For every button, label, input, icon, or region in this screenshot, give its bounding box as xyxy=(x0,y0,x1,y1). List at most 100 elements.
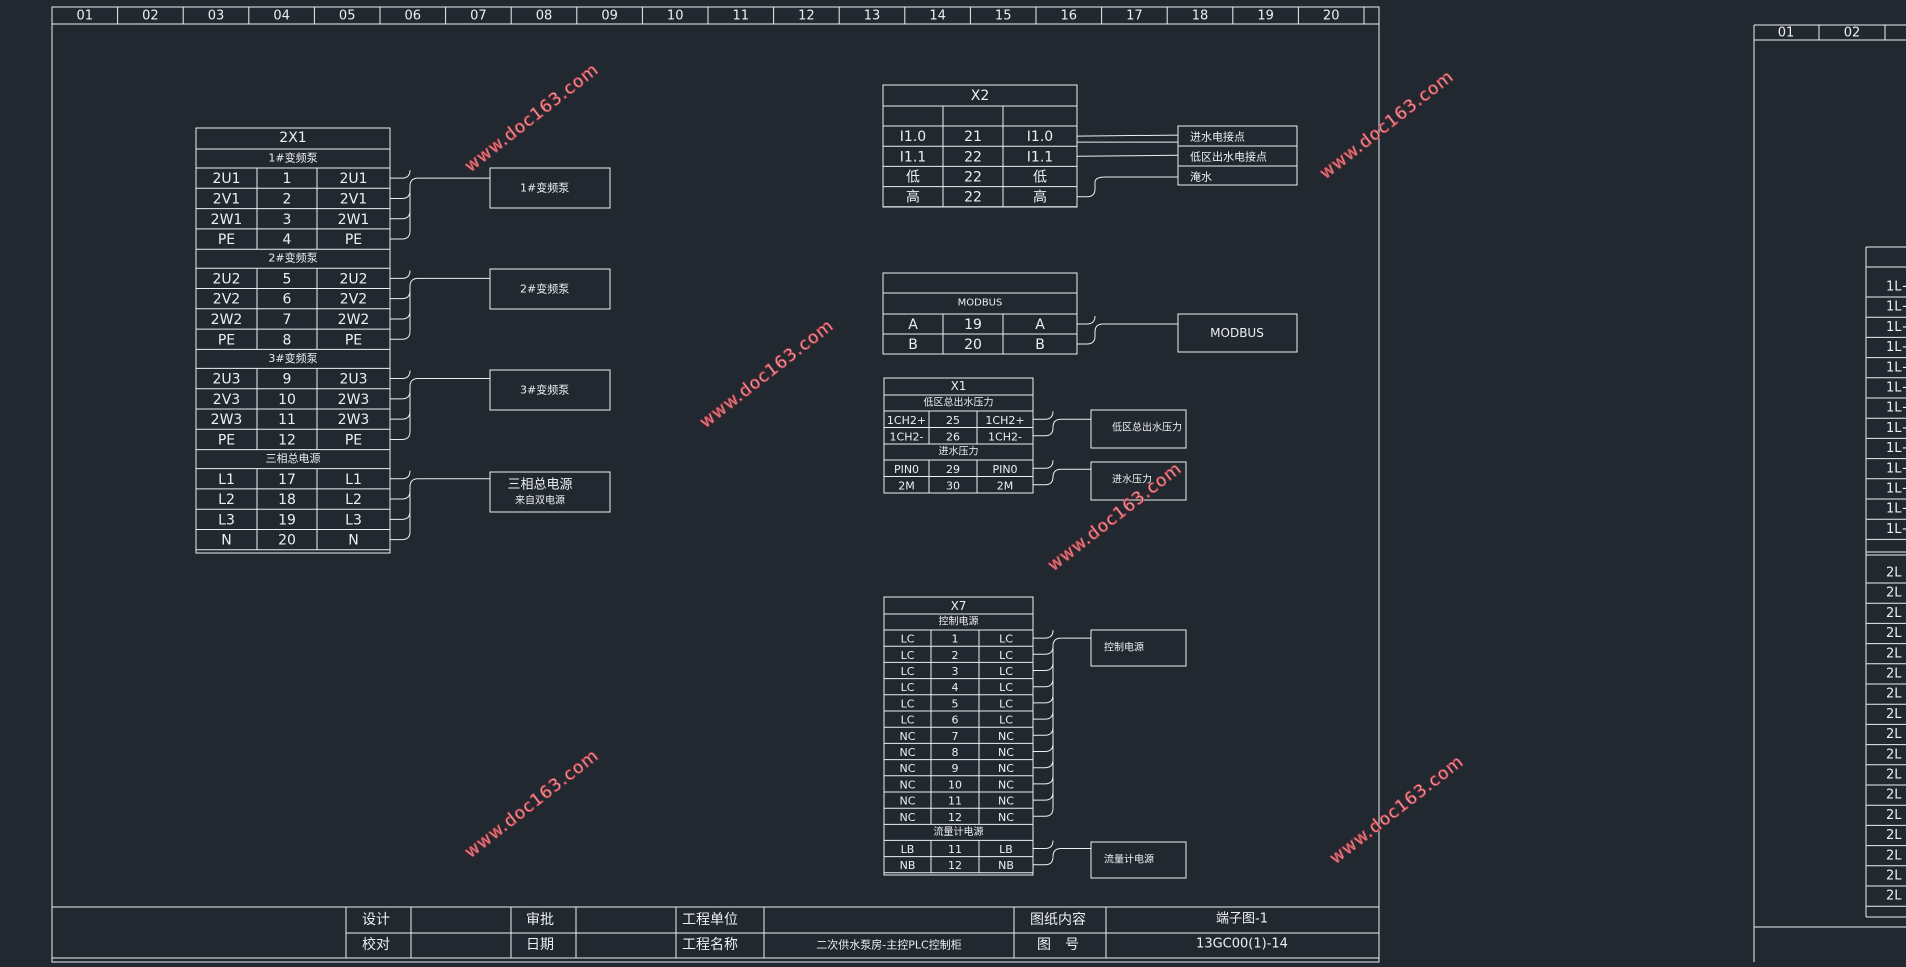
terminal-cell: 22 xyxy=(964,170,982,186)
wire xyxy=(1076,134,1179,137)
wire xyxy=(390,470,411,480)
terminal-block-x7 xyxy=(883,596,1034,876)
column-label: 13 xyxy=(864,9,881,24)
column-label: 10 xyxy=(667,9,684,24)
right-terminal-cell: 1L+ xyxy=(1886,340,1906,355)
device-box xyxy=(1090,461,1187,501)
terminal-cell: LC xyxy=(999,649,1013,662)
terminal-cell: 2U1 xyxy=(339,171,367,187)
terminal-cell: LC xyxy=(999,714,1013,727)
wire xyxy=(409,177,490,232)
terminal-cell: 9 xyxy=(283,372,292,388)
column-label: 17 xyxy=(1126,9,1143,24)
terminal-cell: 8 xyxy=(952,746,959,759)
column-label: 12 xyxy=(798,9,815,24)
wire xyxy=(409,378,490,432)
terminal-cell: 2W1 xyxy=(338,212,370,228)
block-title: 2X1 xyxy=(279,130,306,146)
terminal-cell: 11 xyxy=(278,412,296,428)
terminal-cell: 2V2 xyxy=(213,292,240,308)
terminal-cell: 2W3 xyxy=(338,412,370,428)
terminal-cell: 7 xyxy=(952,730,959,743)
tb-date-label: 日期 xyxy=(526,937,554,953)
device-label: 3#变频泵 xyxy=(520,383,569,397)
right-terminal-cell: 2L xyxy=(1886,869,1902,884)
terminal-cell: 22 xyxy=(964,190,982,206)
right-terminal-cell: 2L xyxy=(1886,566,1902,581)
terminal-cell: 29 xyxy=(946,463,960,476)
column-label: 06 xyxy=(405,9,422,24)
device-sublabel: 来自双电源 xyxy=(515,493,565,506)
wire xyxy=(409,478,490,532)
terminal-cell: LC xyxy=(901,649,915,662)
device-label: 流量计电源 xyxy=(1104,853,1154,866)
wire xyxy=(1033,711,1054,720)
right-terminal-cell: 2L xyxy=(1886,808,1902,823)
wire xyxy=(1077,335,1096,345)
section-header: 3#变频泵 xyxy=(268,351,317,365)
terminal-cell: I1.1 xyxy=(1027,149,1053,165)
device-label: 2#变频泵 xyxy=(520,282,569,296)
right-terminal-cell: 1L+ xyxy=(1886,381,1906,396)
terminal-cell: 2U2 xyxy=(212,271,240,287)
device-box xyxy=(489,471,611,513)
column-label: 07 xyxy=(470,9,487,24)
terminal-cell: NC xyxy=(998,746,1014,759)
section-header: 三相总电源 xyxy=(266,451,321,465)
section-header: 流量计电源 xyxy=(934,825,984,838)
wire xyxy=(1033,460,1054,469)
wire xyxy=(1052,468,1091,478)
device-label: 低区总出水压力 xyxy=(1112,421,1182,434)
wire xyxy=(1052,418,1091,428)
device-box xyxy=(1090,409,1187,449)
right-terminal-cell: 2L xyxy=(1886,848,1902,863)
wire xyxy=(1033,856,1054,866)
right-terminal-cell: 2L xyxy=(1886,667,1902,682)
column-label: 05 xyxy=(339,9,356,24)
terminal-cell: LC xyxy=(999,697,1013,710)
column-label: 01 xyxy=(77,9,94,24)
tb-check-label: 校对 xyxy=(362,936,390,953)
tb-drawing-content-label: 图纸内容 xyxy=(1030,911,1086,928)
terminal-cell: PE xyxy=(218,232,235,248)
terminal-cell: 21 xyxy=(964,129,982,145)
block-title: X7 xyxy=(951,599,967,613)
terminal-cell: LC xyxy=(901,665,915,678)
terminal-cell: 9 xyxy=(952,762,959,775)
terminal-cell: 2V1 xyxy=(340,191,367,207)
terminal-cell: NC xyxy=(900,762,916,775)
terminal-cell: 2M xyxy=(898,479,915,492)
terminal-cell: 2U3 xyxy=(212,372,240,388)
terminal-cell: 26 xyxy=(946,430,960,443)
device-box xyxy=(1090,841,1187,879)
watermark-text: www.doc163.com xyxy=(1326,752,1468,869)
terminal-cell: 2M xyxy=(997,479,1014,492)
terminal-cell: 10 xyxy=(278,392,296,408)
right-terminal-cell: 1L+ xyxy=(1886,360,1906,375)
right-terminal-cell: 2L xyxy=(1886,707,1902,722)
device-box xyxy=(1090,629,1187,667)
terminal-cell: 1 xyxy=(952,633,959,646)
terminal-cell: L2 xyxy=(345,492,362,508)
terminal-cell: A xyxy=(1035,317,1045,333)
wire xyxy=(1077,315,1096,325)
column-label: 14 xyxy=(929,9,946,24)
terminal-cell: LC xyxy=(999,665,1013,678)
terminal-cell: 2V3 xyxy=(213,392,240,408)
tb-approve-label: 审批 xyxy=(526,912,554,928)
terminal-cell: 22 xyxy=(964,149,982,165)
wire xyxy=(1033,727,1054,736)
column-label: 20 xyxy=(1323,9,1340,24)
device-label: 三相总电源 xyxy=(507,478,572,493)
tb-drawing-no: 13GC00(1)-14 xyxy=(1196,937,1288,952)
terminal-cell: 12 xyxy=(948,859,962,872)
terminal-cell: 1CH2- xyxy=(988,430,1022,443)
right-column-label: 02 xyxy=(1844,26,1861,41)
terminal-cell: PE xyxy=(345,432,362,448)
terminal-cell: PIN0 xyxy=(992,463,1017,476)
terminal-cell: 4 xyxy=(283,232,292,248)
column-label: 19 xyxy=(1257,9,1274,24)
terminal-cell: B xyxy=(908,337,918,353)
wire xyxy=(390,370,411,380)
wire xyxy=(390,190,411,199)
